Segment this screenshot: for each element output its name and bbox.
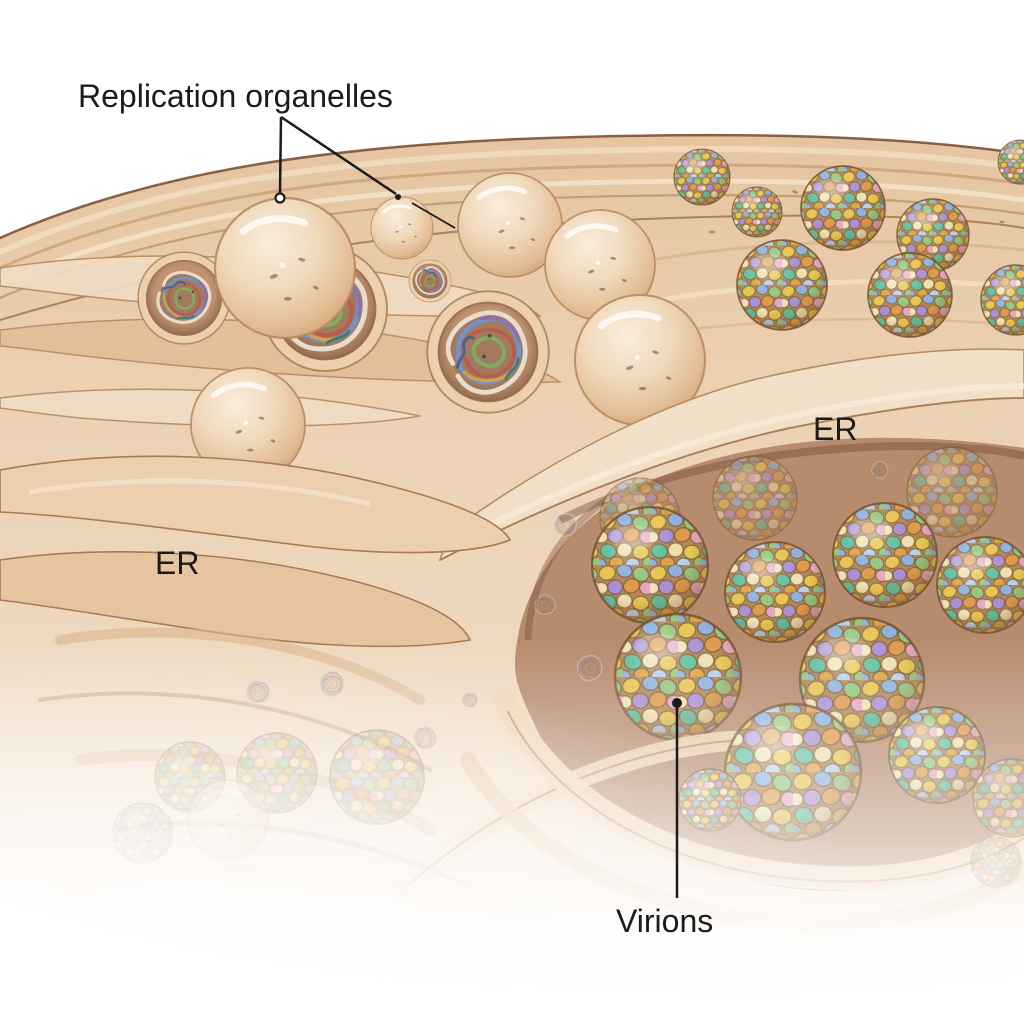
leader-virions [672, 698, 682, 898]
leader-line [411, 202, 456, 229]
fade-overlays [0, 560, 1024, 1024]
leader-line [280, 115, 397, 196]
leader-dot [395, 194, 401, 200]
leader-line [278, 116, 283, 194]
leader-replication-organelles [278, 115, 456, 229]
label-er-lower: ER [155, 545, 199, 581]
leader-dot [274, 192, 286, 204]
replication-organelle-small [407, 258, 453, 304]
annotations: Replication organelles ER ER Virions [78, 78, 857, 939]
smooth-vesicle [215, 198, 355, 338]
leader-dot [672, 698, 682, 708]
replication-organelle-3 [427, 291, 549, 413]
smooth-vesicle-budding [369, 195, 435, 261]
label-replication-organelles: Replication organelles [78, 78, 393, 114]
label-virions: Virions [616, 903, 713, 939]
label-er-upper: ER [813, 411, 857, 447]
